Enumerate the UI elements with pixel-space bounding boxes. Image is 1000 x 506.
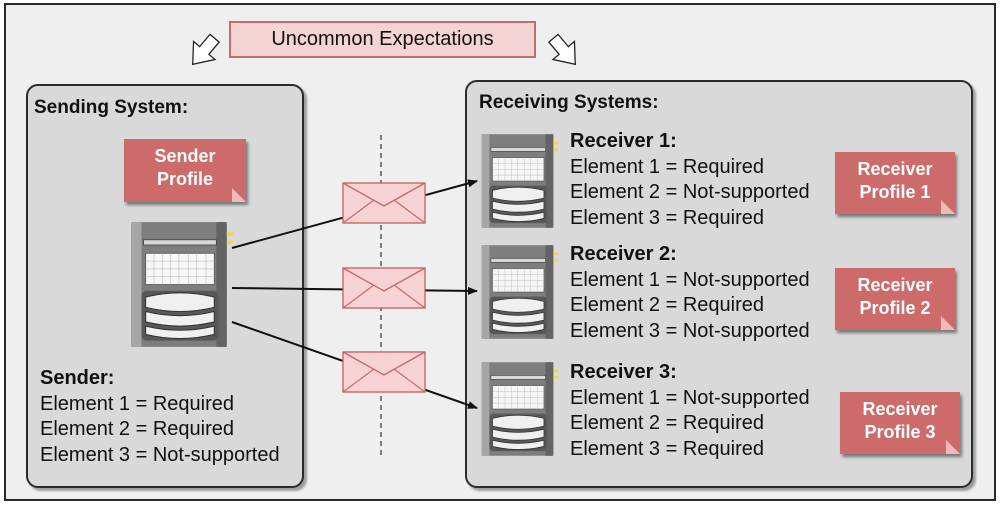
receiver-2-element-3: Element 3 = Not-supported	[570, 319, 810, 342]
receiver-1-element-3: Element 3 = Required	[570, 206, 765, 229]
envelope-icon	[342, 182, 426, 224]
sender-element-3: Element 3 = Not-supported	[40, 443, 280, 466]
diagram-title: Uncommon Expectations	[229, 21, 536, 58]
receiver-2-element-list: Receiver 2: Element 1 = Not-supported El…	[570, 242, 810, 344]
sender-profile-line2: Profile	[156, 169, 213, 189]
note-fold-icon	[941, 200, 955, 214]
sending-system-title: Sending System:	[34, 97, 189, 118]
receiver-3-profile-note: Receiver Profile 3	[840, 392, 960, 454]
sender-element-list: Sender: Element 1 = Required Element 2 =…	[40, 366, 280, 468]
receiver-1-profile-line2: Profile 1	[859, 182, 931, 202]
receiver-1-element-1: Element 1 = Required	[570, 155, 765, 178]
envelope-icon	[342, 351, 426, 393]
receiver-3-profile-line1: Receiver	[862, 399, 938, 419]
envelope-icon	[342, 267, 426, 309]
sender-profile-note: Sender Profile	[124, 139, 246, 202]
receiver-1-element-2: Element 2 = Not-supported	[570, 181, 810, 203]
receiver-2-profile-line1: Receiver	[857, 275, 933, 295]
receiver-3-profile-line2: Profile 3	[864, 422, 936, 442]
receiver-1-profile-note: Receiver Profile 1	[835, 152, 955, 214]
receiver-1-heading: Receiver 1:	[570, 130, 677, 152]
receiver-1-element-list: Receiver 1: Element 1 = Required Element…	[570, 129, 810, 231]
down-left-arrow-icon	[192, 33, 221, 66]
note-fold-icon	[941, 316, 955, 330]
receiver-2-heading: Receiver 2:	[570, 243, 677, 265]
diagram-title-text: Uncommon Expectations	[271, 28, 494, 50]
sender-heading: Sender:	[40, 367, 115, 389]
sender-element-2: Element 2 = Required	[40, 418, 235, 440]
receiver-1-profile-line1: Receiver	[857, 159, 933, 179]
receiver-2-profile-note: Receiver Profile 2	[835, 268, 955, 330]
sender-element-1: Element 1 = Required	[40, 392, 235, 415]
receiver-3-element-1: Element 1 = Not-supported	[570, 386, 810, 409]
receiver-2-element-2: Element 2 = Required	[570, 294, 765, 316]
receiving-systems-title: Receiving Systems:	[479, 92, 659, 113]
receiver-2-element-1: Element 1 = Not-supported	[570, 268, 810, 291]
receiver-3-element-3: Element 3 = Required	[570, 437, 765, 460]
receiver-3-heading: Receiver 3:	[570, 361, 677, 383]
receiver-3-element-2: Element 2 = Required	[570, 412, 765, 434]
note-fold-icon	[946, 440, 960, 454]
down-right-arrow-icon	[547, 33, 576, 66]
note-fold-icon	[232, 188, 246, 202]
receiver-2-profile-line2: Profile 2	[859, 298, 931, 318]
receiver-3-element-list: Receiver 3: Element 1 = Not-supported El…	[570, 360, 810, 462]
sender-profile-line1: Sender	[154, 146, 216, 166]
